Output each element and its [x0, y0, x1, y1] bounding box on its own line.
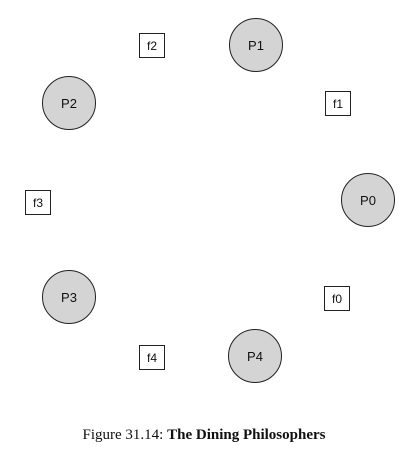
philosopher-p1: P1 — [229, 18, 283, 72]
caption-prefix: Figure 31.14: — [82, 427, 168, 443]
philosopher-p4: P4 — [228, 329, 282, 383]
fork-f4: f4 — [139, 345, 165, 370]
philosopher-p0: P0 — [341, 173, 395, 227]
fork-f1: f1 — [325, 91, 351, 116]
fork-f0: f0 — [324, 286, 350, 311]
caption-title: The Dining Philosophers — [167, 427, 326, 443]
philosopher-label: P3 — [61, 289, 77, 305]
philosopher-label: P1 — [248, 37, 264, 53]
philosopher-p3: P3 — [42, 270, 96, 324]
figure-caption: Figure 31.14: The Dining Philosophers — [0, 427, 408, 444]
fork-label: f3 — [32, 195, 43, 210]
fork-f3: f3 — [25, 190, 51, 215]
philosopher-p2: P2 — [42, 76, 96, 130]
fork-label: f0 — [331, 291, 342, 306]
fork-f2: f2 — [139, 33, 165, 58]
fork-label: f1 — [332, 96, 343, 111]
philosopher-label: P4 — [247, 348, 263, 364]
philosopher-label: P2 — [61, 95, 77, 111]
fork-label: f4 — [146, 350, 157, 365]
fork-label: f2 — [146, 38, 157, 53]
philosopher-label: P0 — [360, 192, 376, 208]
